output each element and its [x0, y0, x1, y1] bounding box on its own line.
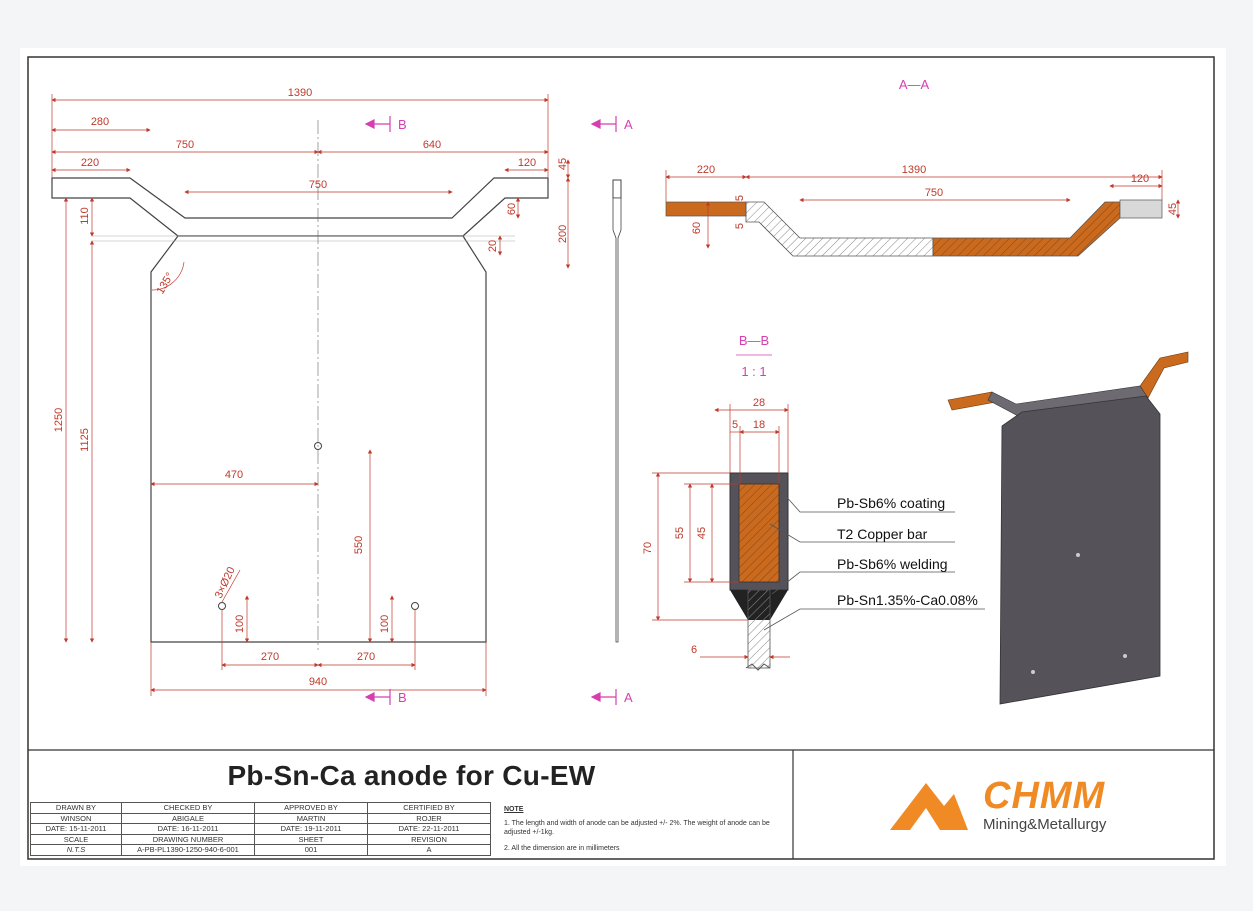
cell: REVISION	[367, 833, 491, 845]
dim-60: 60	[506, 203, 518, 215]
cell: DATE: 19-11-2011	[254, 823, 368, 835]
signature-table: DRAWN BY CHECKED BY APPROVED BY CERTIFIE…	[30, 802, 491, 856]
bb-dim-6: 6	[691, 644, 697, 656]
cell: DATE: 22-11-2011	[367, 823, 491, 835]
dim-940: 940	[309, 676, 327, 688]
dim-20: 20	[487, 240, 499, 252]
dim-270-left: 270	[261, 651, 279, 663]
note-1: 1. The length and width of anode can be …	[504, 820, 770, 836]
section-marker-b-top: B	[398, 117, 407, 132]
logo-name: CHMM	[983, 775, 1106, 817]
dim-1390: 1390	[288, 87, 312, 99]
cell: N.T.S	[30, 844, 122, 856]
iso-plate	[999, 395, 1161, 705]
cell: 001	[254, 844, 368, 856]
note-title: NOTE	[504, 806, 524, 813]
section-b-b-scale: 1 : 1	[741, 364, 766, 379]
drawing-title: Pb-Sn-Ca anode for Cu-EW	[227, 760, 596, 791]
copper-end-left	[665, 201, 747, 217]
isometric-view	[947, 351, 1189, 705]
cell: DATE: 15-11-2011	[30, 823, 122, 835]
cell: CHECKED BY	[121, 802, 255, 814]
callout-alloy: Pb-Sn1.35%-Ca0.08%	[837, 592, 978, 608]
dim-110: 110	[79, 207, 91, 225]
dim-45: 45	[557, 158, 569, 170]
cell: ABIGALE	[121, 812, 255, 824]
dim-550: 550	[353, 536, 365, 554]
bb-dim-18: 18	[753, 419, 765, 431]
cell: APPROVED BY	[254, 802, 368, 814]
bb-dim-55: 55	[674, 527, 686, 539]
cell: A-PB-PL1390-1250-940-6-001	[121, 844, 255, 856]
notes: NOTE 1. The length and width of anode ca…	[504, 805, 789, 860]
section-marker-a-bottom: A	[624, 690, 633, 705]
aa-dim-120: 120	[1131, 173, 1149, 185]
dim-640: 640	[423, 139, 441, 151]
cell: ROJER	[367, 812, 491, 824]
dim-1250: 1250	[53, 408, 65, 432]
aa-dim-5b: 5	[734, 223, 746, 229]
title-block: Pb-Sn-Ca anode for Cu-EW DRAWN BY CHECKE…	[30, 750, 1214, 859]
dim-120: 120	[518, 157, 536, 169]
callout-welding: Pb-Sb6% welding	[837, 556, 948, 572]
dim-470: 470	[225, 469, 243, 481]
dim-750-mid: 750	[309, 179, 327, 191]
bb-dim-28: 28	[753, 397, 765, 409]
bb-dim-70: 70	[642, 542, 654, 554]
callout-copper-bar: T2 Copper bar	[837, 526, 928, 542]
center-hole	[314, 442, 322, 450]
section-marker-b-bottom: B	[398, 690, 407, 705]
aa-dim-750: 750	[925, 187, 943, 199]
section-b-b-title: B—B	[739, 333, 769, 348]
bb-dim-45: 45	[696, 527, 708, 539]
dim-100-right: 100	[379, 615, 391, 633]
cell: CERTIFIED BY	[367, 802, 491, 814]
logo-mark	[890, 783, 968, 830]
dim-280: 280	[91, 116, 109, 128]
cell: SHEET	[254, 833, 368, 845]
aa-dim-45: 45	[1167, 203, 1179, 215]
note-2: 2. All the dimension are in millimeters	[504, 845, 620, 852]
hanger-bar	[51, 177, 549, 237]
bb-dim-5: 5	[732, 419, 738, 431]
anode-plate	[150, 235, 487, 643]
side-view: A A	[590, 116, 633, 705]
dim-750-top: 750	[176, 139, 194, 151]
callout-coating: Pb-Sb6% coating	[837, 495, 945, 511]
dim-220: 220	[81, 157, 99, 169]
section-marker-a-top: A	[624, 117, 633, 132]
right-hole	[411, 602, 419, 610]
cell: DRAWING NUMBER	[121, 833, 255, 845]
section-a-a: A—A 220 1390 750 120 45 60 5 5	[665, 77, 1181, 257]
cell: SCALE	[30, 833, 122, 845]
cell: WINSON	[30, 812, 122, 824]
dim-200: 200	[557, 225, 569, 243]
left-hole	[218, 602, 226, 610]
cell: A	[367, 844, 491, 856]
lead-end-right	[1119, 199, 1163, 219]
cell: DATE: 16-11-2011	[121, 823, 255, 835]
logo-subtitle: Mining&Metallurgy	[983, 816, 1107, 833]
aa-dim-5a: 5	[734, 195, 746, 201]
front-view: 1390 280 750 640 220 120 750 45 200 60 2…	[51, 87, 571, 705]
aa-dim-60: 60	[691, 222, 703, 234]
dim-100-left: 100	[234, 615, 246, 633]
section-a-a-title: A—A	[899, 77, 930, 92]
aa-dim-220: 220	[697, 164, 715, 176]
cell: DRAWN BY	[30, 802, 122, 814]
aa-dim-1390: 1390	[902, 164, 926, 176]
drawing-border	[27, 56, 1215, 860]
bb-plate	[747, 589, 771, 669]
dim-1125: 1125	[79, 428, 91, 452]
dim-270-right: 270	[357, 651, 375, 663]
section-b-b: B—B 1 : 1 28 5 18 70 55 45 6	[642, 333, 985, 671]
bb-copper-bar	[738, 483, 780, 583]
cell: MARTIN	[254, 812, 368, 824]
logo: CHMM Mining&Metallurgy	[795, 750, 1214, 859]
